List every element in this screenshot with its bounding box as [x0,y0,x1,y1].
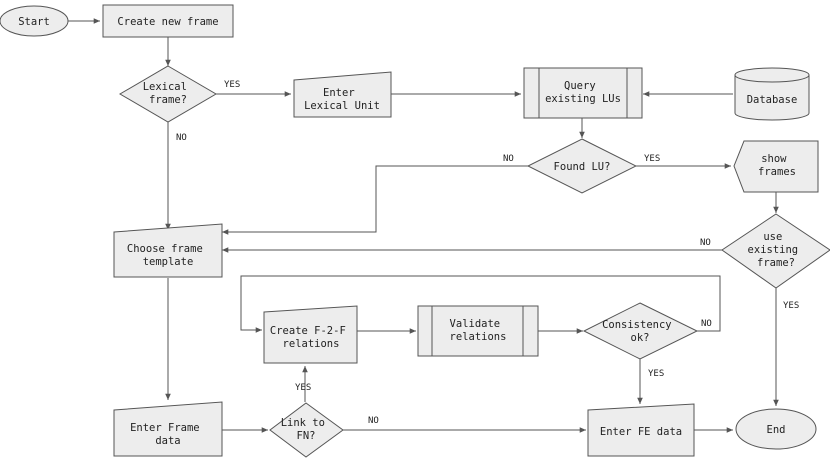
edge-label-link-no: NO [368,416,379,426]
node-enter-frame-data-line-2: data [155,435,180,447]
node-query-line-2: existing LUs [545,93,621,105]
node-start: Start [0,5,69,37]
edge-label-use-no: NO [700,238,711,248]
node-enter-fe-data-label: Enter FE data [600,426,682,438]
node-found-lu: Found LU? [526,138,638,194]
edge-label-lexical-yes: YES [224,80,240,90]
svg-text:Start: Start [18,16,50,28]
edge-consistency-no-loop-to-create-f2f [240,275,721,333]
node-use-existing-line-3: frame? [757,257,795,269]
node-consistency-line-1: Consistency [602,319,672,331]
node-choose-template-line-2: template [143,256,194,268]
node-link-fn-line-2: FN? [297,430,316,442]
node-create-frame-label: Create new frame [117,16,218,28]
node-lexical-frame-line-2: frame? [149,94,187,106]
svg-text:show frames: show frames [758,153,796,178]
node-use-existing-line-2: existing [748,244,799,256]
svg-text:Lexical frame?: Lexical frame? [143,81,194,106]
node-link-to-fn: Link to FN? [269,402,344,458]
node-enter-lexical-unit: Enter Lexical Unit [293,71,392,118]
edge-labels: YES NO NO YES NO YES NO YES YES NO [176,80,799,426]
svg-text:Database: Database [747,94,798,106]
node-query-existing-lus: Query existing LUs [523,67,643,119]
node-lexical-frame: Lexical frame? [119,65,217,123]
edge-label-consistency-yes: YES [648,369,664,379]
svg-text:Choose frame template: Choose frame template [127,243,209,268]
svg-text:Found LU?: Found LU? [554,161,611,173]
node-create-f2f-line-2: relations [283,338,340,350]
node-enter-fe-data: Enter FE data [587,403,695,457]
node-use-existing-frame: use existing frame? [721,213,830,289]
node-validate-line-2: relations [450,331,507,343]
edge-label-found-no: NO [503,154,514,164]
edge-label-use-yes: YES [783,301,799,311]
node-consistency-line-2: ok? [631,332,650,344]
edges [68,18,779,433]
svg-text:Query existing LUs: Query existing LUs [545,80,621,105]
node-end-label: End [767,424,786,436]
node-enter-frame-data: Enter Frame data [113,401,223,457]
svg-text:Enter Lexical Unit: Enter Lexical Unit [304,87,380,112]
svg-text:Create new frame: Create new frame [117,16,218,28]
node-enter-frame-data-line-1: Enter Frame [130,422,200,434]
edge-found-no-to-choose-template [222,165,528,235]
svg-text:Create F-2-F relations: Create F-2-F relations [270,325,352,350]
edge-label-consistency-no: NO [701,319,712,329]
node-create-f2f-line-1: Create F-2-F [270,325,346,337]
svg-text:Consistency ok?: Consistency ok? [602,319,678,344]
node-lexical-frame-line-1: Lexical [143,81,187,93]
svg-text:Enter FE data: Enter FE data [600,426,682,438]
node-validate-relations: Validate relations [417,305,539,357]
node-validate-line-1: Validate [450,318,501,330]
svg-text:Link to FN?: Link to FN? [281,417,332,442]
node-start-label: Start [18,16,50,28]
svg-text:Validate relations: Validate relations [450,318,507,343]
node-choose-template-line-1: Choose frame [127,243,203,255]
node-end: End [735,408,817,450]
edge-label-found-yes: YES [644,154,660,164]
node-link-fn-line-1: Link to [281,417,325,429]
svg-text:Enter Frame data: Enter Frame data [130,422,206,447]
node-found-lu-label: Found LU? [554,161,611,173]
node-query-line-1: Query [564,80,596,92]
node-create-f2f-relations: Create F-2-F relations [263,305,358,364]
node-database-label: Database [747,94,798,106]
edge-label-lexical-no: NO [176,133,187,143]
node-use-existing-line-1: use [763,231,782,243]
node-consistency-ok: Consistency ok? [582,302,699,360]
node-show-frames-line-2: frames [758,166,796,178]
svg-text:End: End [767,424,786,436]
edge-label-link-yes: YES [295,383,311,393]
node-enter-lu-line-2: Lexical Unit [304,100,380,112]
svg-text:use existing frame: use existing frame? [748,231,805,269]
node-show-frames-line-1: show [761,153,787,165]
node-database: Database [734,67,810,121]
node-create-frame: Create new frame [102,4,234,38]
node-show-frames: show frames [733,140,819,193]
node-choose-frame-template: Choose frame template [113,223,223,278]
node-enter-lu-line-1: Enter [323,87,355,99]
